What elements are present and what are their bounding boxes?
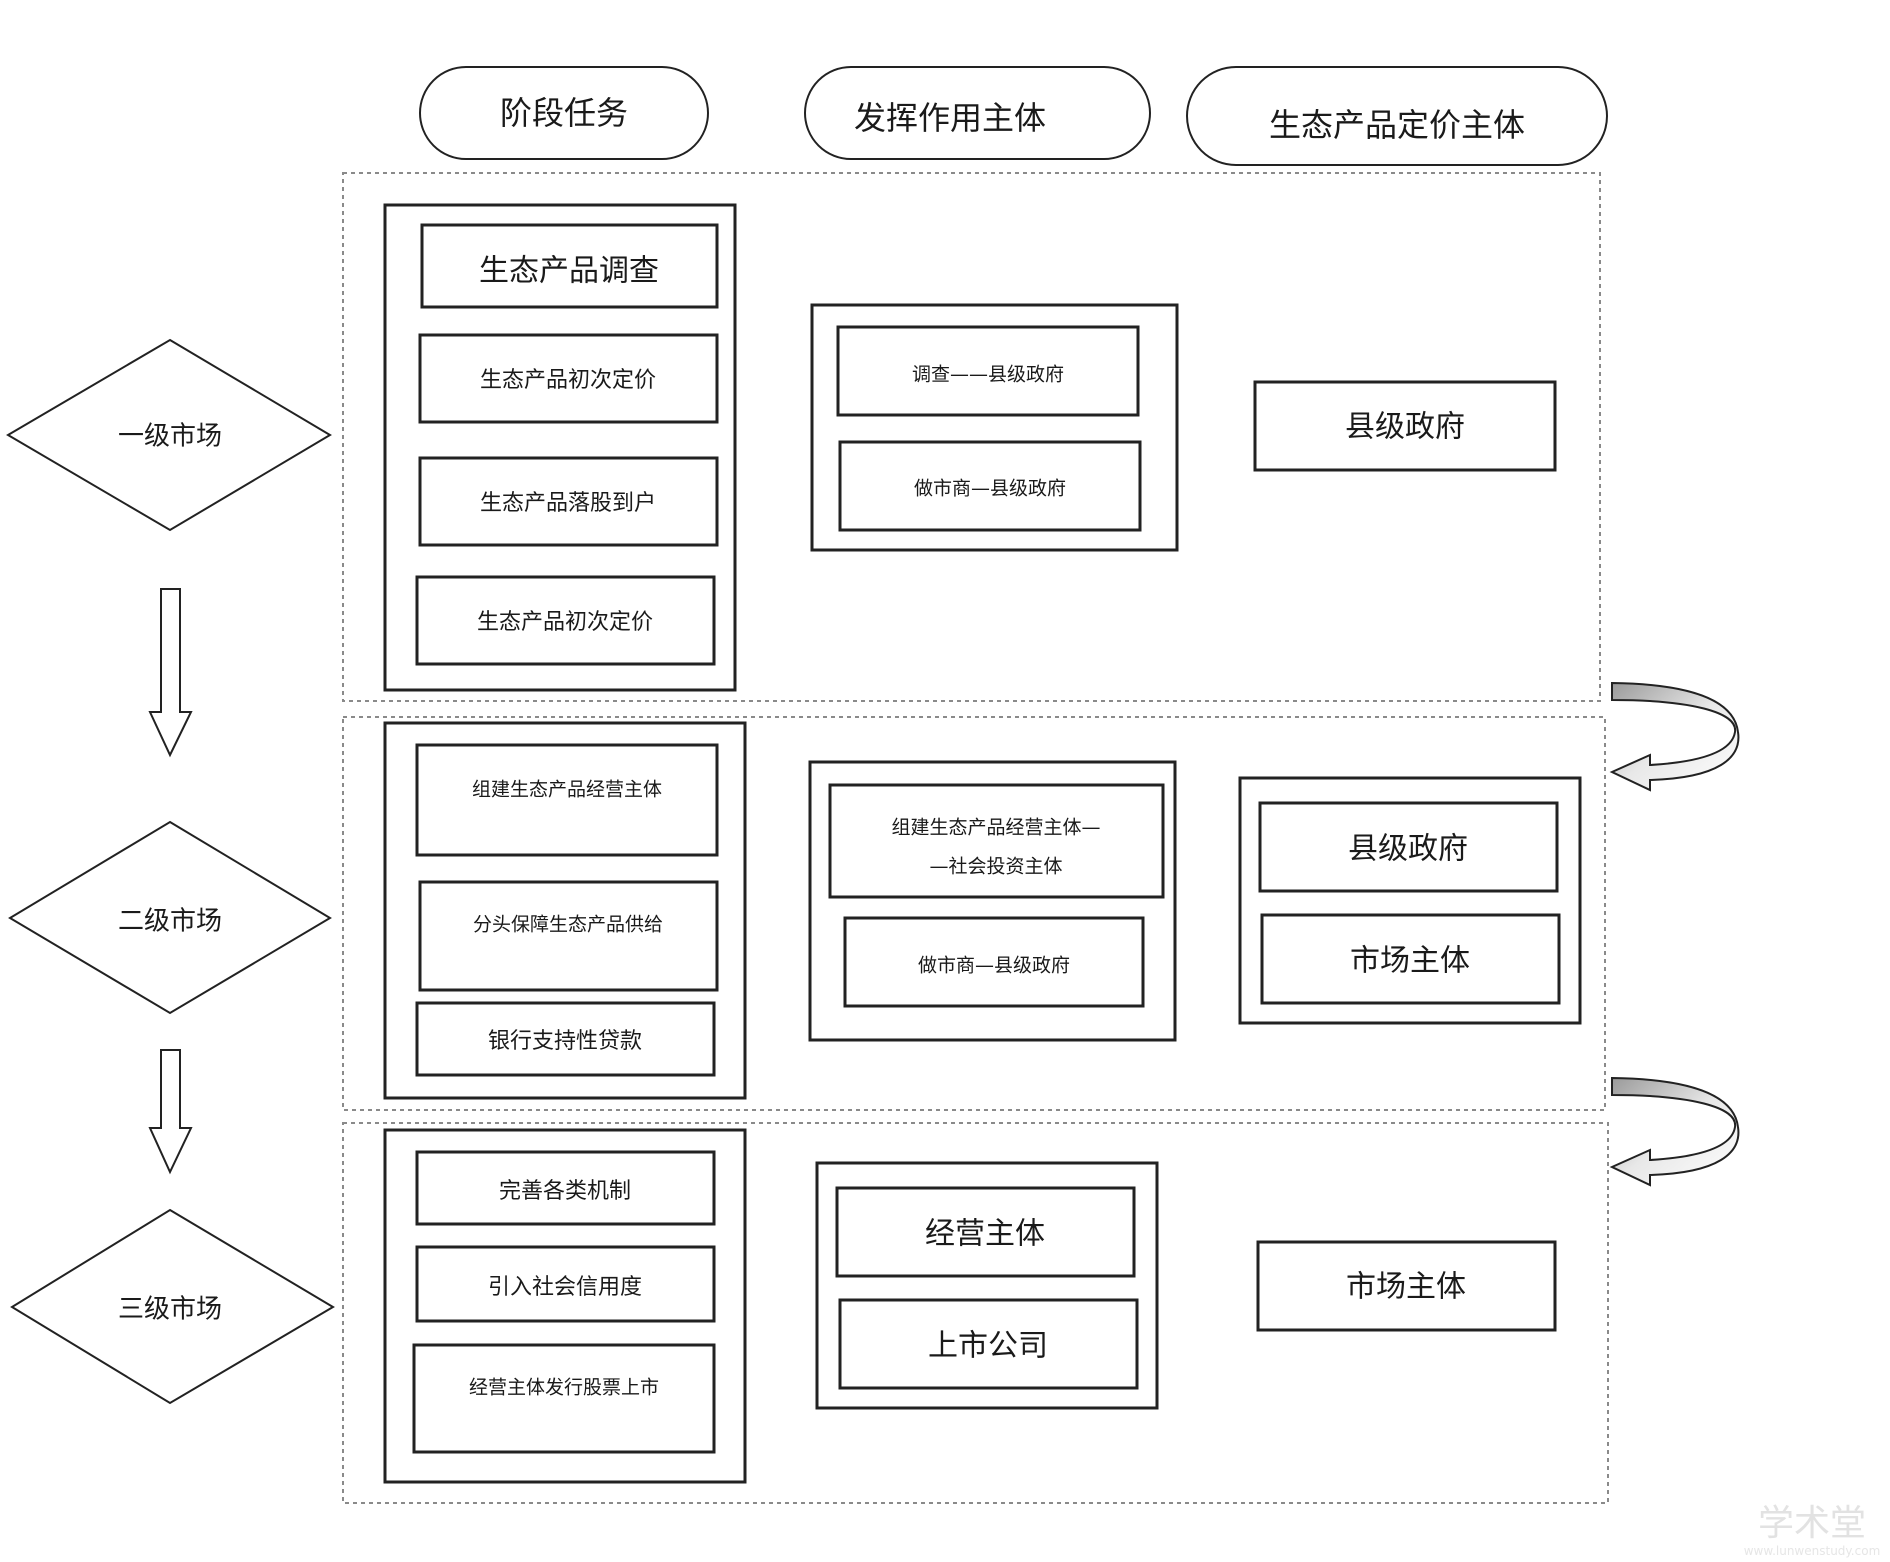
level1-actor: 调查——县级政府 [836,325,1140,417]
level2-pricing: 市场主体 [1260,913,1561,1005]
market-tertiary: 三级市场 [10,1208,335,1405]
level2-pricing-label: 县级政府 [1348,832,1468,867]
level1-task-label: 生态产品调查 [479,254,659,289]
level1-actor: 做市商—县级政府 [838,440,1142,532]
level3-actor: 上市公司 [838,1298,1139,1390]
level2-pricing: 县级政府 [1258,801,1559,893]
level2-actor-label: 组建生态产品经营主体— [891,817,1100,839]
market-secondary: 二级市场 [8,820,332,1015]
level1-task: 生态产品调查 [420,223,719,309]
level1-pricing-label: 县级政府 [1345,410,1465,445]
level1-task-label: 生态产品落股到户 [480,491,656,516]
level3-actors-container [815,1161,1159,1410]
level3-actor-label: 上市公司 [928,1329,1048,1364]
level2-actor-label-line2: —社会投资主体 [929,856,1062,878]
market-primary-label: 一级市场 [118,422,222,452]
market-tertiary-label: 三级市场 [118,1295,222,1325]
level3-pricing: 市场主体 [1256,1240,1557,1332]
level2-task-label: 分头保障生态产品供给 [473,914,663,936]
level1-pricing: 县级政府 [1253,380,1557,472]
level3-tasks-container [383,1128,747,1484]
down-arrow-icon [148,1049,193,1175]
level2-actor: 做市商—县级政府 [843,916,1145,1008]
level2-task: 组建生态产品经营主体 [415,743,719,857]
header-acting-entities: 发挥作用主体 [804,66,1151,160]
market-secondary-label: 二级市场 [118,907,222,937]
level3-task: 经营主体发行股票上市 [412,1343,716,1454]
level3-task-label: 引入社会信用度 [488,1275,642,1300]
panel-level2 [342,716,1606,1111]
level1-actors-container [810,303,1179,552]
watermark-logo-text: 学术堂 [1758,1503,1866,1544]
level2-actor-label: 做市商—县级政府 [918,955,1070,977]
level2-tasks-container [383,721,747,1100]
level1-task: 生态产品落股到户 [418,456,719,547]
level3-task: 完善各类机制 [415,1150,716,1226]
level2-actors-container [808,760,1177,1042]
level2-task: 银行支持性贷款 [415,1001,716,1077]
level1-actor-label: 调查——县级政府 [912,364,1064,386]
panel-level1 [342,172,1601,702]
level1-task-label: 生态产品初次定价 [477,610,653,635]
level1-task: 生态产品初次定价 [415,575,716,666]
down-arrow-icon [148,588,193,758]
header-acting-entities-label: 发挥作用主体 [854,99,1046,137]
header-pricing-entities-label: 生态产品定价主体 [1269,106,1525,144]
header-stage-tasks: 阶段任务 [419,66,709,160]
curved-arrow-icon [1609,681,1740,792]
level2-pricing-label: 市场主体 [1350,944,1470,979]
level2-pricing-container [1238,776,1582,1025]
level1-tasks-container [383,203,737,692]
level3-task-label: 完善各类机制 [499,1179,631,1204]
level1-task: 生态产品初次定价 [418,333,719,424]
level3-actor-label: 经营主体 [925,1217,1045,1252]
level3-pricing-label: 市场主体 [1346,1270,1466,1305]
level3-actor: 经营主体 [835,1186,1136,1278]
level2-task-label: 组建生态产品经营主体 [472,779,662,801]
header-stage-tasks-label: 阶段任务 [500,94,628,132]
market-primary: 一级市场 [6,338,332,532]
level3-task-label: 经营主体发行股票上市 [469,1377,659,1399]
level3-task: 引入社会信用度 [415,1245,716,1323]
panel-level3 [342,1122,1609,1504]
level2-task: 分头保障生态产品供给 [418,880,719,992]
watermark-url: www.lunwenstudy.com [1744,1544,1881,1558]
curved-arrow-icon [1609,1076,1740,1187]
level1-actor-label: 做市商—县级政府 [914,478,1066,500]
header-pricing-entities: 生态产品定价主体 [1186,66,1608,166]
level2-actor: 组建生态产品经营主体— —社会投资主体 [828,783,1165,899]
level1-task-label: 生态产品初次定价 [480,368,656,393]
level2-task-label: 银行支持性贷款 [488,1029,642,1054]
